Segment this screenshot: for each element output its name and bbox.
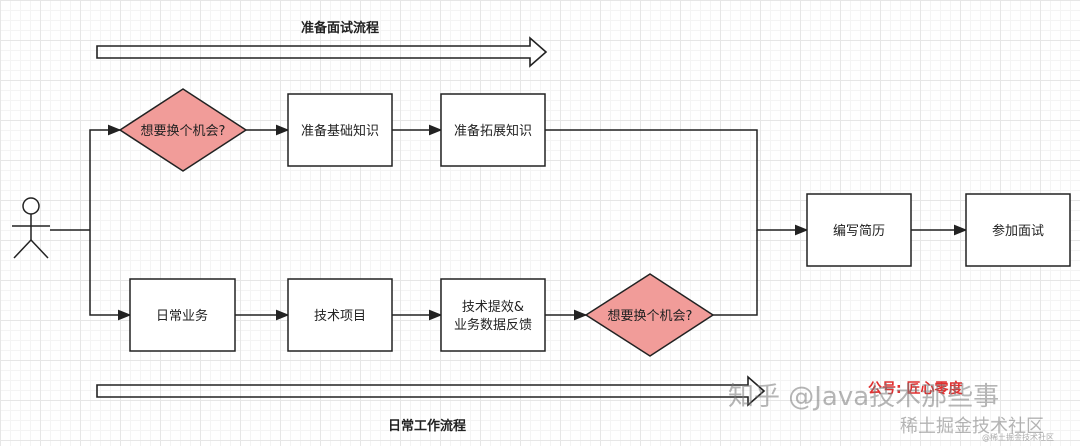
decision-top-label: 想要换个机会? bbox=[141, 123, 226, 139]
process-prepare-extended: 准备拓展知识 bbox=[440, 93, 546, 167]
edge-to-decision-top bbox=[89, 124, 122, 230]
decision-node-top: 想要换个机会? bbox=[118, 88, 248, 172]
write-resume-label: 编写简历 bbox=[833, 223, 885, 239]
process-tech-efficiency: 技术提效& 业务数据反馈 bbox=[440, 278, 546, 352]
watermark-handle: 公号: 匠心零度 bbox=[868, 381, 963, 397]
title-prepare-interview: 准备面试流程 bbox=[301, 20, 379, 36]
daily-business-label: 日常业务 bbox=[156, 308, 208, 324]
tech-project-label: 技术项目 bbox=[314, 309, 366, 324]
edge-decision-to-resume bbox=[713, 230, 758, 316]
process-daily-business: 日常业务 bbox=[129, 278, 236, 352]
process-attend-interview: 参加面试 bbox=[965, 193, 1071, 267]
process-tech-project: 技术项目 bbox=[287, 278, 393, 352]
attend-interview-label: 参加面试 bbox=[992, 223, 1044, 239]
actor-stick-figure bbox=[12, 197, 50, 259]
process-prepare-basic: 准备基础知识 bbox=[287, 93, 393, 167]
process-write-resume: 编写简历 bbox=[806, 193, 912, 267]
edge-to-daily-business bbox=[89, 230, 132, 321]
edge-extended-to-resume bbox=[545, 129, 809, 236]
decision-bottom-label: 想要换个机会? bbox=[608, 308, 693, 324]
title-daily-work: 日常工作流程 bbox=[388, 418, 466, 434]
prepare-basic-label: 准备基础知识 bbox=[301, 123, 379, 139]
big-arrow-top bbox=[96, 36, 548, 68]
watermark-zhihu: 知乎 @Java技术那些事 bbox=[728, 382, 1000, 412]
big-arrow-bottom bbox=[96, 375, 766, 407]
prepare-extended-label: 准备拓展知识 bbox=[454, 123, 532, 139]
tech-efficiency-label-line2: 业务数据反馈 bbox=[454, 317, 532, 333]
watermark-juejin: 稀土掘金技术社区 bbox=[900, 416, 1044, 437]
decision-node-bottom: 想要换个机会? bbox=[584, 273, 715, 357]
watermark-juejin-small: @稀土掘金技术社区 bbox=[982, 433, 1054, 442]
tech-efficiency-label-line1: 技术提效& bbox=[462, 299, 524, 315]
